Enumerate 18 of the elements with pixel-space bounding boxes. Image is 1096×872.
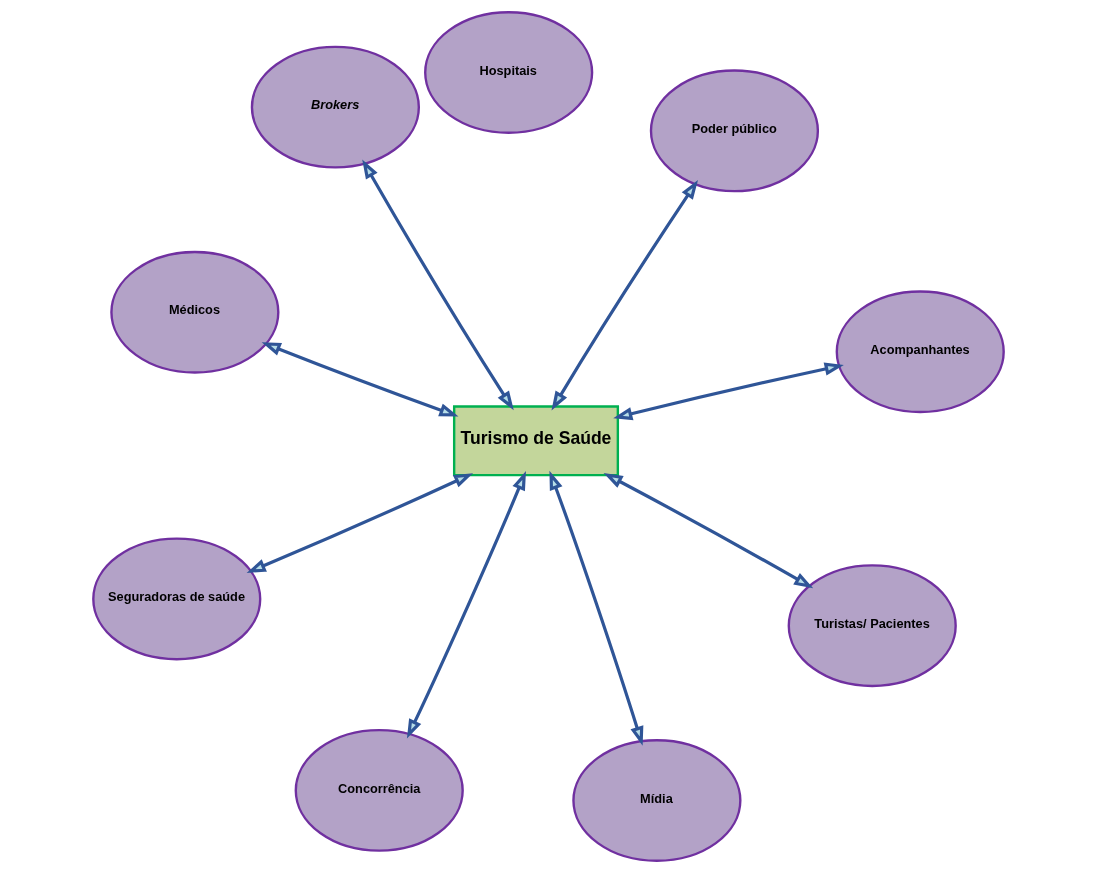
node-ellipse: Concorrência [294,728,464,852]
node-ellipse: Seguradoras de saúde [91,536,261,660]
node-ellipse: Acompanhantes [835,289,1005,413]
arrow [551,179,698,410]
node-ellipse: Médicos [109,250,279,374]
arrow [406,470,526,738]
node-ellipse: Poder público [649,68,819,192]
arrow [261,341,458,416]
node-ellipse: Brokers [250,45,420,169]
arrow [603,472,813,588]
arrow [246,472,473,573]
arrow [548,470,643,746]
arrow [612,361,844,420]
node-ellipse: Hospitais [423,10,593,134]
node-ellipse: Mídia [571,738,742,862]
node-ellipse: Turistas/ Pacientes [787,563,957,687]
arrow [361,159,514,410]
node-box: Turismo de Saúde [452,404,619,476]
